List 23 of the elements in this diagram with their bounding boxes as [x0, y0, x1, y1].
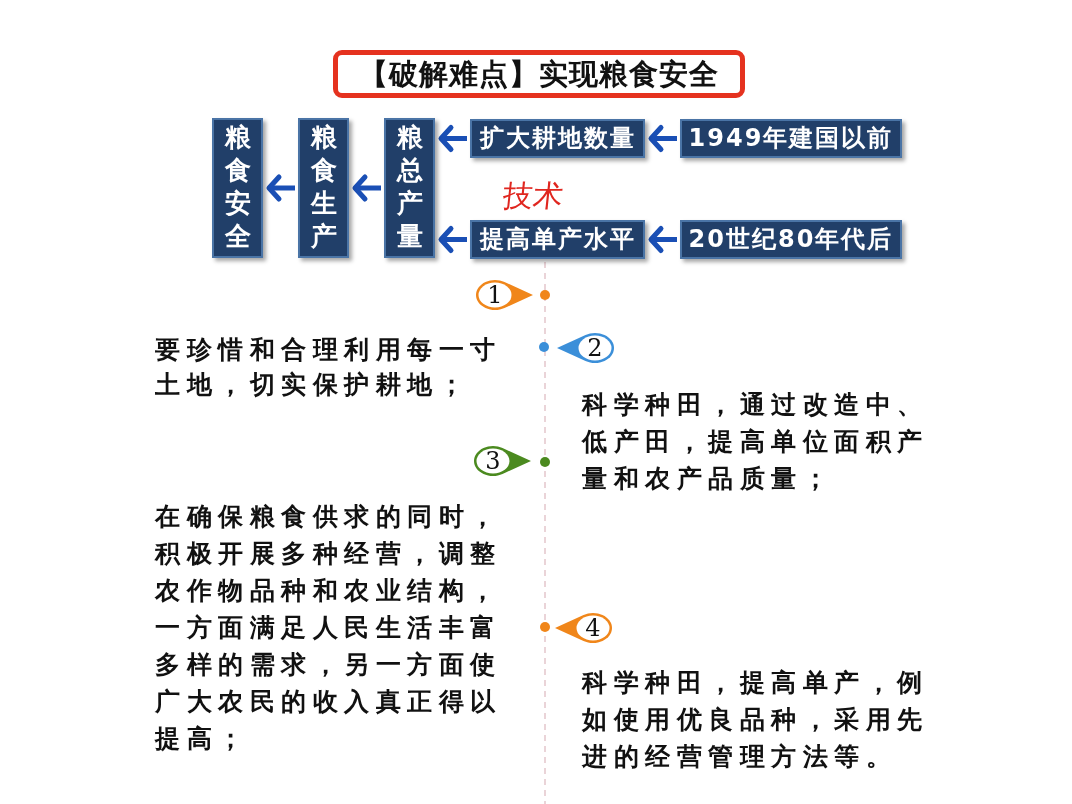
number-marker: 2 — [555, 332, 615, 364]
concept-box: 提高单产水平 — [470, 220, 645, 259]
arrow — [266, 174, 295, 202]
concept-box: 粮总产量 — [384, 118, 435, 258]
description-text: 要珍惜和合理利用每一寸土地，切实保护耕地； — [155, 334, 503, 401]
concept-box: 扩大耕地数量 — [470, 119, 645, 158]
concept-box: 20世纪80年代后 — [680, 220, 902, 259]
arrow — [352, 174, 381, 202]
arrow — [648, 226, 677, 253]
concept-box: 1949年建国以前 — [680, 119, 902, 158]
number-marker: 4 — [553, 612, 613, 644]
number-marker: 3 — [473, 445, 533, 477]
number-marker: 1 — [475, 279, 535, 311]
arrow — [648, 125, 677, 152]
arrow — [438, 226, 467, 253]
handwritten-note: 技术 — [500, 177, 566, 215]
description-text: 在确保粮食供求的同时，积极开展多种经营，调整农作物品种和农业结构，一方面满足人民生活丰富多样的需求，另一方面使广大农民的收入真正得以提高； — [155, 501, 503, 755]
description-text: 科学种田，提高单产，例如使用优良品种，采用先进的经营管理方法等。 — [582, 667, 930, 773]
concept-box: 粮食安全 — [212, 118, 263, 258]
concept-box: 粮食生产 — [298, 118, 349, 258]
description-text: 科学种田，通过改造中、低产田，提高单位面积产量和农产品质量； — [582, 389, 930, 495]
title-banner: 【破解难点】实现粮食安全 — [333, 50, 745, 98]
arrow — [438, 125, 467, 152]
